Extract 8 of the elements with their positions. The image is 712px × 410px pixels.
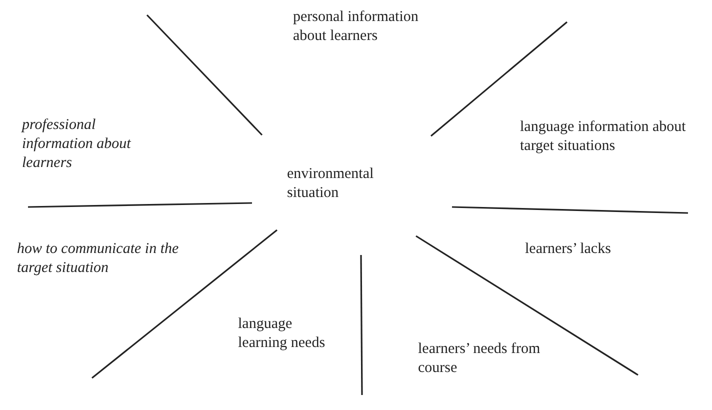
sector-label: how to communicate in the target situation xyxy=(17,240,180,278)
sector-label: learners’ needs from course xyxy=(418,340,542,378)
center-label: environmental situation xyxy=(287,165,375,203)
sector-label: professional information about learners xyxy=(22,116,132,173)
sector-label: learners’ lacks xyxy=(525,240,612,259)
sector-label: language learning needs xyxy=(238,315,326,353)
sector-label: personal information about learners xyxy=(293,8,420,46)
sector-label: language information about target situations xyxy=(520,118,687,156)
